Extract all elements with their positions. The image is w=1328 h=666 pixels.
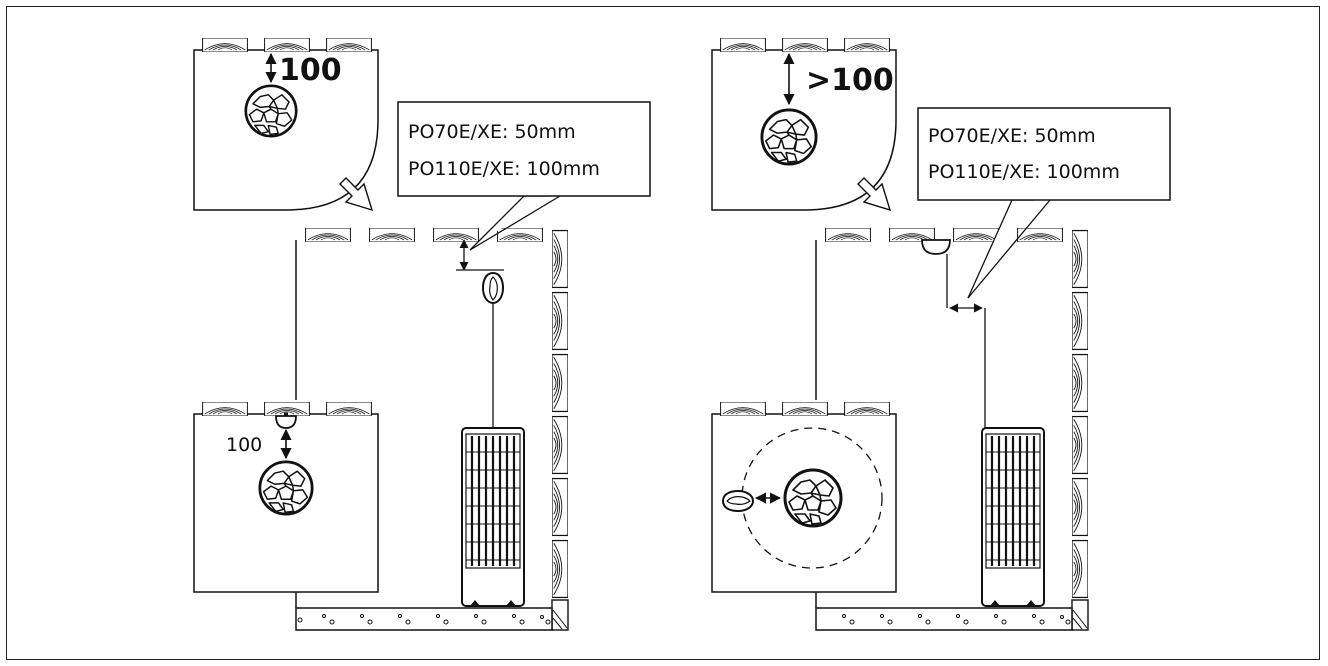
left-room	[295, 101, 651, 631]
left-ceiling-wood	[304, 228, 544, 242]
left-bottom-clearance-label: 100	[226, 434, 262, 456]
right-top-stones-icon	[760, 108, 818, 166]
right-top-clearance-label: >100	[806, 63, 894, 98]
right-right-wall-wood	[1071, 229, 1089, 631]
left-top-stones-icon	[244, 84, 298, 138]
left-bottom-stones-icon	[258, 460, 314, 516]
right-wall-sensor-icon	[722, 490, 754, 512]
left-top-inset	[193, 38, 379, 212]
left-right-wall-wood	[551, 229, 569, 631]
right-bottom-inset	[711, 402, 897, 593]
figure-frame	[6, 6, 1320, 660]
left-callout-line1: PO70E/XE: 50mm	[408, 121, 576, 143]
left-callout-line2: PO110E/XE: 100mm	[408, 158, 600, 180]
left-concrete-floor	[295, 607, 553, 631]
left-heater-icon	[461, 427, 525, 607]
right-callout-line1: PO70E/XE: 50mm	[928, 125, 1096, 147]
right-concrete-floor	[815, 607, 1073, 631]
left-top-clearance-label: 100	[279, 53, 342, 88]
right-temperature-sensor-icon	[921, 239, 951, 255]
left-temperature-sensor-icon	[482, 272, 504, 304]
right-top-inset	[711, 38, 897, 212]
right-heater-icon	[981, 427, 1045, 607]
right-room	[815, 107, 1171, 631]
right-callout-line2: PO110E/XE: 100mm	[928, 161, 1120, 183]
left-bottom-inset	[193, 402, 379, 593]
right-bottom-stones-icon	[783, 468, 843, 528]
